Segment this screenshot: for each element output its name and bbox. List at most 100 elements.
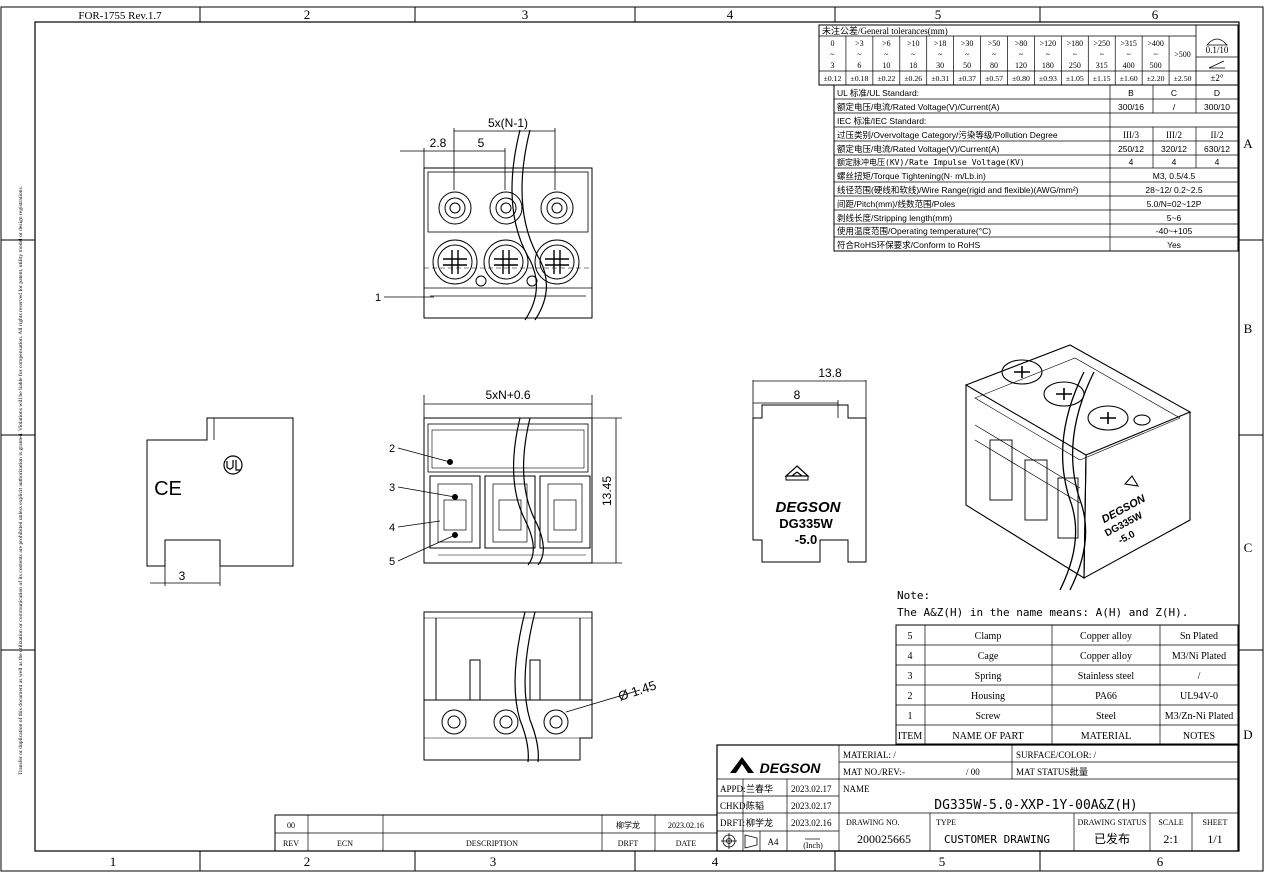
scale-value: 2:1 (1163, 832, 1178, 846)
drawing-type: CUSTOMER DRAWING (944, 833, 1050, 846)
tol-value: ±0.37 (958, 74, 976, 83)
revision-header-desc: DESCRIPTION (466, 839, 518, 848)
chkd-name: 陈韬 (746, 800, 764, 811)
tol-range-sep: ~ (965, 50, 970, 59)
status-label: DRAWING STATUS (1078, 818, 1147, 827)
chkd-label: CHKD: (720, 801, 748, 811)
rev-value: / 00 (966, 767, 980, 777)
tol-value: ±0.22 (877, 74, 895, 83)
mat-no-value: - (902, 767, 905, 777)
drawing-status: 已发布 (1094, 831, 1130, 846)
left-side-view (146, 417, 294, 586)
screw-head (432, 239, 478, 285)
title-block: DEGSON MATERIAL: / SURFACE/COLOR: / MAT … (716, 744, 1239, 852)
mat-status-value: 批量 (1070, 766, 1088, 777)
bom-notes: / (1198, 671, 1201, 682)
bottom-view (423, 611, 641, 763)
spec-table: UL 标准/UL Standard: B C D 额定电压/电流/Rated V… (833, 84, 1239, 252)
sheet-value: 1/1 (1207, 832, 1222, 846)
tol-range-from: >6 (882, 39, 891, 48)
torque-label: 螺丝扭矩/Torque Tightening(N· m/Lb.in) (837, 171, 986, 181)
tol-range-from: >400 (1147, 39, 1164, 48)
callout-5: 5 (389, 556, 395, 568)
tol-range-sep: ~ (1153, 50, 1158, 59)
zone-top: 3 (522, 7, 529, 22)
tol-range-from: >18 (934, 39, 947, 48)
tol-range-from: 0 (830, 39, 834, 48)
tol-range-sep: ~ (884, 50, 889, 59)
ul-col: D (1214, 88, 1220, 98)
torque-value: M3, 0.5/4.5 (1153, 171, 1196, 181)
front-view (423, 417, 593, 566)
zone-top: 5 (935, 7, 942, 22)
tol-range-sep: ~ (1019, 50, 1024, 59)
unit-label: (Inch) (803, 841, 823, 850)
bom-header-name: NAME OF PART (952, 731, 1023, 742)
dim-hole-diameter: Ø 1.45 (616, 678, 658, 704)
zone-bottom: 3 (490, 854, 497, 869)
revision-header-date: DATE (676, 839, 697, 848)
screw-hole (540, 191, 574, 225)
tol-range-sep: ~ (1127, 50, 1132, 59)
tol-range-to: 3 (830, 61, 834, 70)
callout-1: 1 (375, 292, 381, 304)
tol-range-from: >10 (907, 39, 920, 48)
scale-label: SCALE (1158, 818, 1183, 827)
ul-rated: / (1173, 102, 1176, 112)
part-name: DG335W-5.0-XXP-1Y-00A&Z(H) (934, 798, 1138, 813)
iec-rated-label: 额定电压/电流/Rated Voltage(V)/Current(A) (837, 144, 1000, 154)
temperature-label: 使用温度范围/Operating temperature(°C) (837, 226, 991, 236)
surface-label: SURFACE/COLOR: / (1016, 750, 1097, 760)
tol-value: ±0.12 (823, 74, 841, 83)
revision-header-drft: DRFT (618, 839, 639, 848)
ul-col: C (1171, 88, 1177, 98)
type-label: TYPE (936, 818, 956, 827)
mat-no-label: MAT NO./REV: (843, 767, 902, 777)
bom-part-name: Cage (978, 651, 999, 662)
tol-value: ±0.80 (1012, 74, 1030, 83)
stripping-value: 5~6 (1167, 213, 1182, 223)
zone-side: C (1244, 540, 1253, 555)
paper-size: A4 (768, 837, 779, 847)
dim-2-8: 2.8 (430, 136, 447, 150)
overvoltage: III/3 (1123, 130, 1139, 140)
rohs-value: Yes (1167, 240, 1181, 250)
tol-range-sep: ~ (1100, 50, 1105, 59)
bom-item: 4 (908, 651, 913, 662)
form-number: FOR-1755 Rev.1.7 (78, 10, 162, 22)
zone-side: B (1244, 321, 1253, 336)
tol-range-to: 400 (1123, 61, 1135, 70)
temperature-value: -40~+105 (1156, 226, 1193, 236)
tol-range-to: 250 (1069, 61, 1081, 70)
screw-head (534, 239, 580, 285)
tol-value: ±2.20 (1147, 74, 1165, 83)
iec-rated: 320/12 (1161, 144, 1187, 154)
tol-range-sep: ~ (911, 50, 916, 59)
tol-range-sep: ~ (938, 50, 943, 59)
title-logo-text: DEGSON (760, 760, 822, 776)
pitch-value: 5.0/N=02~12P (1147, 199, 1202, 209)
tol-value: ±0.31 (931, 74, 949, 83)
bom-item: 3 (908, 671, 913, 682)
iec-rated: 250/12 (1118, 144, 1144, 154)
isometric-view (964, 344, 1192, 591)
ul-standard-label: UL 标准/UL Standard: (837, 88, 919, 98)
bom-material: Copper alloy (1080, 631, 1132, 642)
model-mark-2: -5.0 (795, 532, 817, 547)
tol-range-to: 500 (1150, 61, 1162, 70)
bom-part-name: Housing (971, 691, 1005, 702)
bom-notes: UL94V-0 (1180, 691, 1218, 702)
tol-value: ±0.18 (850, 74, 868, 83)
impulse: 4 (1215, 157, 1220, 167)
flatness-icon (1206, 38, 1228, 46)
tol-range-from: >250 (1093, 39, 1110, 48)
zone-side: A (1243, 136, 1253, 151)
drawing-no-label: DRAWING NO. (846, 818, 900, 827)
front-view-dimensions (397, 395, 622, 564)
wire-range-value: 28~12/ 0.2~2.5 (1145, 185, 1202, 195)
tol-range-from: >180 (1067, 39, 1084, 48)
callout-2: 2 (389, 443, 395, 455)
projection-icon (721, 833, 758, 849)
name-label: NAME (843, 784, 870, 794)
tol-range-from: >30 (961, 39, 974, 48)
